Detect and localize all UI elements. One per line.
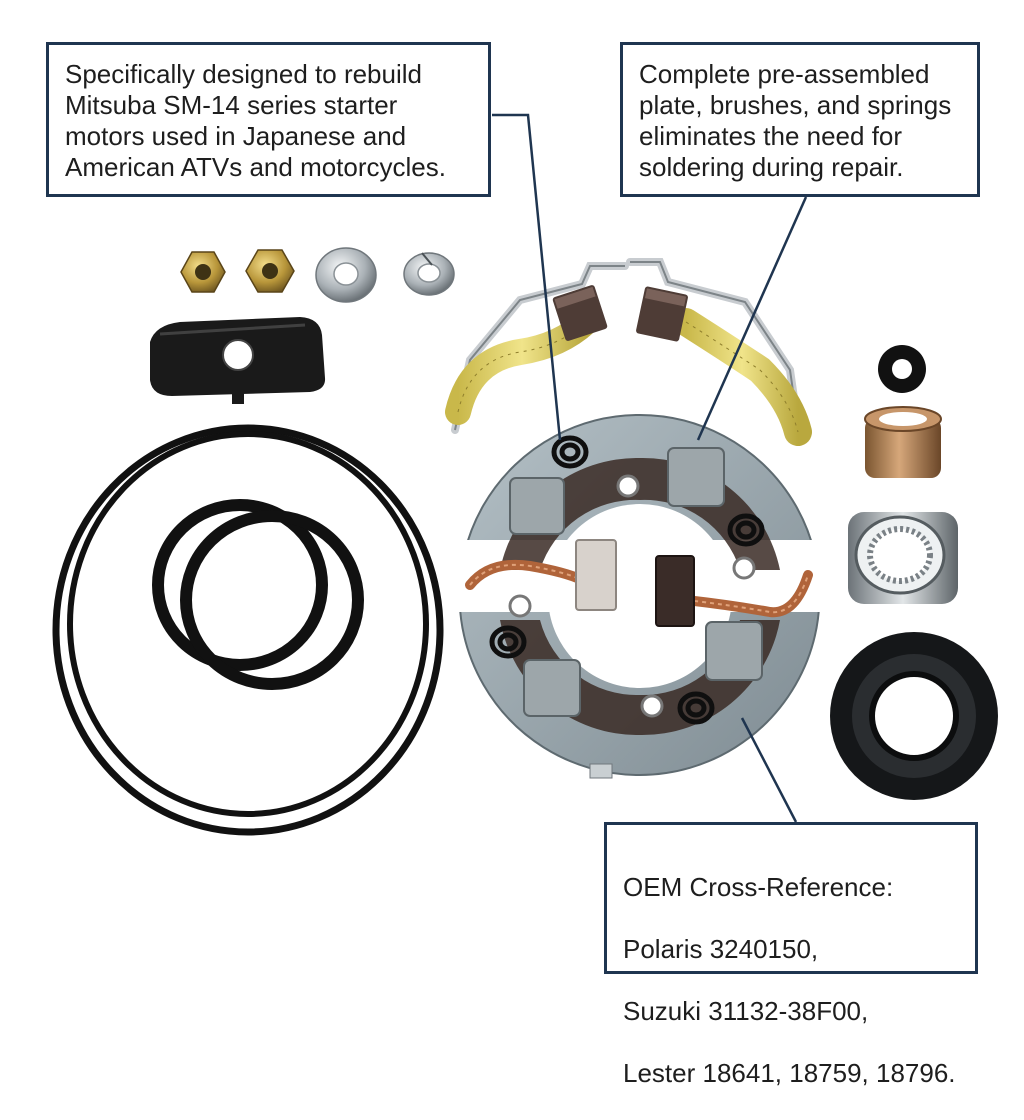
spring-icon (727, 513, 765, 547)
oem-line-suzuki: Suzuki 31132-38F00, (623, 996, 869, 1026)
lock-washer-icon (403, 252, 455, 296)
brass-nut-icon (245, 249, 295, 293)
small-seal-icon (878, 345, 926, 393)
callout-preassembled: Complete pre-assembled plate, brushes, a… (620, 42, 980, 197)
callout-rebuild: Specifically designed to rebuild Mitsuba… (46, 42, 491, 197)
brass-nut-icon (180, 251, 226, 293)
flat-washer-icon (315, 247, 377, 303)
leader-line (492, 113, 808, 823)
needle-bearing-icon (848, 512, 958, 604)
spring-icon (551, 435, 589, 469)
spring-icon (677, 691, 715, 725)
brush-plate-icon (455, 414, 825, 779)
bronze-bushing-icon (864, 406, 942, 478)
callout-oem-cross-reference: OEM Cross-Reference: Polaris 3240150, Su… (604, 822, 978, 1088)
oem-line-polaris: Polaris 3240150, (623, 934, 819, 964)
oem-heading: OEM Cross-Reference: (623, 872, 894, 902)
spring-icon (489, 625, 527, 659)
brush-lead-icon (626, 258, 812, 446)
brush-lead-icon (465, 559, 587, 590)
insulator-block-icon (150, 317, 326, 404)
carbon-brush-icon (655, 555, 695, 627)
carbon-brush-icon (636, 286, 688, 342)
carbon-brush-icon (552, 285, 608, 341)
brush-lead-icon (681, 570, 813, 618)
brush-lead-icon (445, 262, 629, 434)
oil-seal-icon (830, 632, 998, 800)
oem-line-lester: Lester 18641, 18759, 18796. (623, 1058, 956, 1088)
large-o-ring-icon (52, 424, 444, 836)
product-photo (52, 113, 998, 836)
carbon-brush-icon (575, 539, 617, 611)
double-o-ring-icon (152, 499, 364, 690)
